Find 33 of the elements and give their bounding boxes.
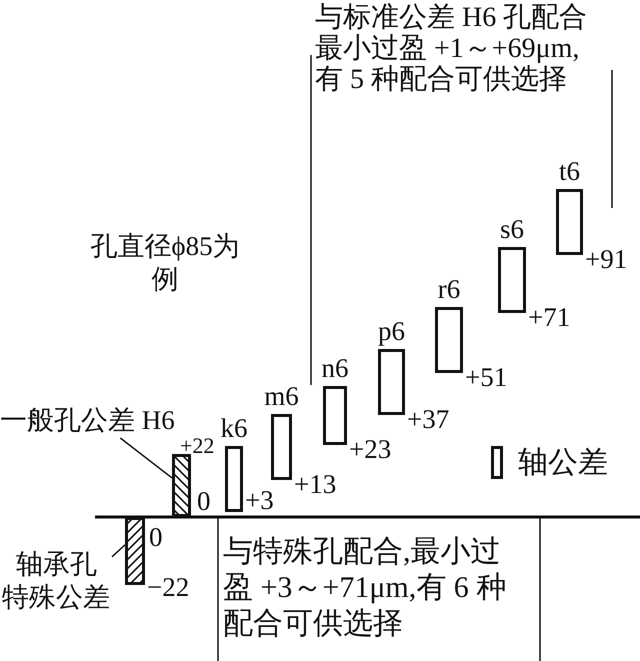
tolerance-value: +37	[407, 403, 450, 435]
shaft-tolerance-zone	[556, 189, 583, 255]
shaft-tolerance-zone	[225, 446, 243, 512]
zone-name: n6	[320, 352, 350, 384]
shaft-tolerance-zone	[435, 307, 463, 373]
tolerance-value: −22	[147, 571, 190, 603]
note-text: 与特殊孔配合,最小过盈 +3～+71μm,有 6 种配合可供选择	[223, 534, 508, 642]
zone-name: k6	[220, 412, 248, 444]
zone-name: m6	[263, 380, 300, 412]
callout-text: 轴承孔特殊公差	[2, 548, 112, 616]
leader-line	[120, 437, 172, 479]
tolerance-value: 0	[149, 521, 162, 553]
leader-line	[112, 544, 126, 558]
tolerance-value: +51	[465, 361, 508, 393]
tolerance-value: +13	[294, 468, 336, 500]
zone-name: s6	[498, 213, 525, 245]
tolerance-value: +91	[585, 243, 628, 275]
tolerance-value: 0	[197, 485, 210, 517]
note-text: 孔直径ϕ85为例	[89, 230, 241, 296]
shaft-tolerance-zone	[271, 414, 292, 480]
hole-tolerance-zone	[172, 454, 191, 517]
shaft-tolerance-zone	[378, 349, 405, 415]
tolerance-value: +23	[349, 433, 392, 465]
zone-name: p6	[377, 315, 406, 347]
zone-name: t6	[558, 155, 581, 187]
shaft-tolerance-zone	[323, 386, 347, 445]
tolerance-value: +3	[245, 484, 274, 516]
hole-tolerance-zone	[125, 517, 145, 585]
note-text: 与标准公差 H6 孔配合最小过盈 +1～+69μm,有 5 种配合可供选择	[315, 2, 588, 95]
legend-label: 轴公差	[518, 447, 608, 479]
zone-name: r6	[436, 273, 462, 305]
tolerance-value: +71	[528, 301, 570, 333]
shaft-tolerance-zone	[498, 247, 526, 313]
